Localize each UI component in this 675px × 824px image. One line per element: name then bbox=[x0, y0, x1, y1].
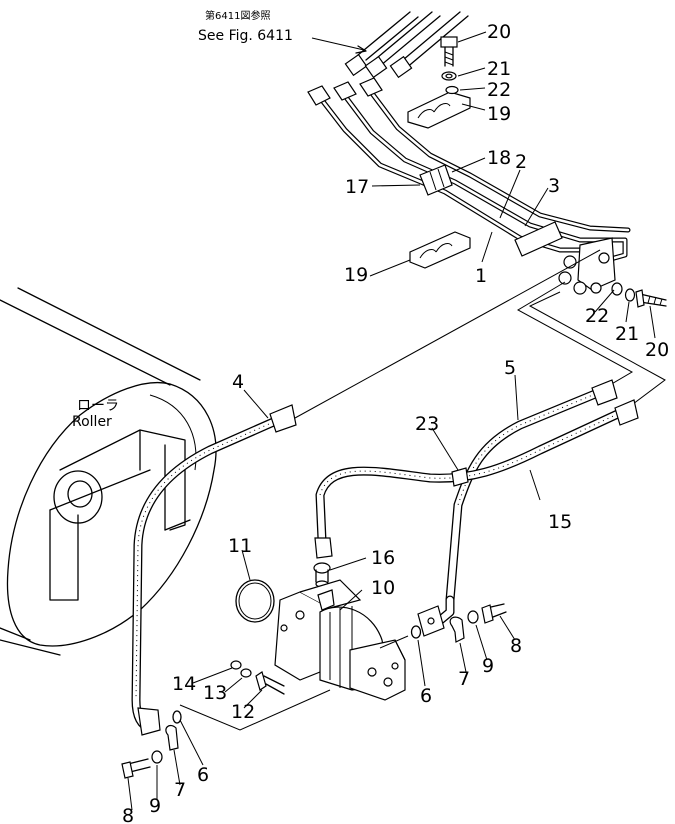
callout-20-bottom: 20 bbox=[645, 339, 669, 361]
callout-22-bottom: 22 bbox=[585, 305, 609, 327]
callout-2: 2 bbox=[515, 151, 527, 173]
callout-19-bottom: 19 bbox=[344, 264, 368, 286]
callout-6-right: 6 bbox=[420, 685, 432, 707]
callout-17: 17 bbox=[345, 176, 369, 198]
steel-pipes bbox=[307, 77, 631, 295]
hose-15 bbox=[314, 399, 639, 559]
callout-21-top: 21 bbox=[487, 58, 511, 80]
reference-hoses bbox=[311, 11, 469, 79]
callout-4: 4 bbox=[232, 371, 244, 393]
callout-18: 18 bbox=[487, 147, 511, 169]
callout-12: 12 bbox=[231, 701, 255, 723]
callout-3: 3 bbox=[548, 175, 560, 197]
band-clamp bbox=[451, 467, 469, 487]
roller-drum bbox=[0, 287, 217, 656]
callout-19-top: 19 bbox=[487, 103, 511, 125]
callout-15: 15 bbox=[548, 511, 572, 533]
callout-numbers: 20 21 22 19 18 2 3 17 19 1 22 21 20 4 5 … bbox=[122, 21, 669, 824]
routing-line-4 bbox=[294, 249, 601, 419]
upper-bolt-set bbox=[440, 36, 459, 95]
callout-13: 13 bbox=[203, 682, 227, 704]
callout-20-top: 20 bbox=[487, 21, 511, 43]
hydraulic-motor bbox=[274, 579, 406, 701]
callout-7-left: 7 bbox=[174, 779, 186, 801]
callout-21-bottom: 21 bbox=[615, 323, 639, 345]
flange-right bbox=[417, 595, 455, 637]
leader-motor-right bbox=[379, 635, 409, 649]
right-clamp-set bbox=[410, 603, 507, 643]
leader-motor-bottom bbox=[179, 689, 331, 731]
roller-label-english: Roller bbox=[72, 414, 112, 430]
callout-8-right: 8 bbox=[510, 635, 522, 657]
callout-1: 1 bbox=[475, 265, 487, 287]
callout-23: 23 bbox=[415, 413, 439, 435]
figure-ref-english: See Fig. 6411 bbox=[198, 28, 293, 44]
left-clamp-set bbox=[121, 710, 182, 779]
callout-9-left: 9 bbox=[149, 795, 161, 817]
motor-bolt-set bbox=[230, 660, 285, 695]
callout-7-right: 7 bbox=[458, 668, 470, 690]
callout-6-left: 6 bbox=[197, 764, 209, 786]
routing-line-15 bbox=[528, 291, 666, 411]
routing-line-5 bbox=[516, 281, 634, 393]
clamp-upper bbox=[407, 91, 471, 129]
leader-lines bbox=[127, 31, 656, 811]
clamp-lower bbox=[409, 231, 471, 269]
callout-10: 10 bbox=[371, 577, 395, 599]
lower-bolt-set bbox=[611, 282, 667, 308]
hose-5 bbox=[445, 379, 618, 605]
callout-22-top: 22 bbox=[487, 79, 511, 101]
callout-11: 11 bbox=[228, 535, 252, 557]
callout-14: 14 bbox=[172, 673, 196, 695]
callout-5: 5 bbox=[504, 357, 516, 379]
figure-ref-japanese: 第6411図参照 bbox=[205, 9, 270, 22]
figure-reference: 第6411図参照 See Fig. 6411 bbox=[198, 9, 293, 44]
callout-9-right: 9 bbox=[482, 655, 494, 677]
hose-4 bbox=[131, 404, 297, 736]
roller-label-japanese: ローラ bbox=[77, 398, 119, 414]
o-ring-11 bbox=[235, 579, 275, 623]
callout-8-left: 8 bbox=[122, 805, 134, 824]
callout-16: 16 bbox=[371, 547, 395, 569]
roller-label: ローラ Roller bbox=[72, 398, 119, 430]
